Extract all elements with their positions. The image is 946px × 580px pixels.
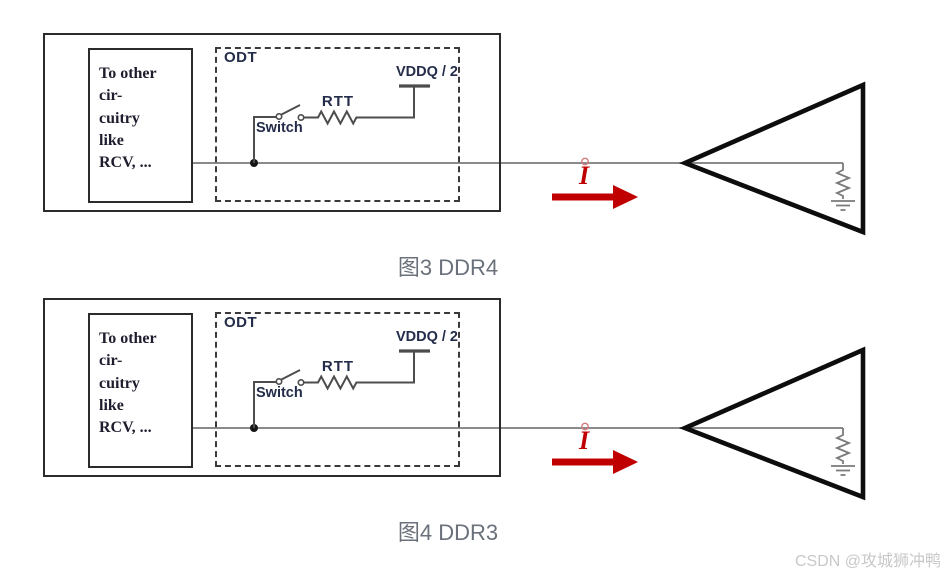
ddr3-circuit-drawing <box>193 346 866 501</box>
source-block-line: cuitry <box>99 109 140 127</box>
source-block-line: cuitry <box>99 374 140 392</box>
source-block-line: RCV, ... <box>99 154 152 172</box>
source-block-line: To other <box>99 330 157 347</box>
odt-dashed-box <box>215 312 460 467</box>
switch-throw-contact <box>297 114 305 122</box>
probe-point-icon <box>581 422 589 431</box>
circuit-outer-box <box>43 298 501 477</box>
source-block-line: cir- <box>99 87 123 105</box>
switch-pole-contact <box>275 113 283 121</box>
ground-icon <box>831 465 855 476</box>
rtt-resistor-symbol <box>304 352 415 391</box>
switch-branch-wire <box>253 381 276 428</box>
figure-caption-ddr4: 图3 DDR4 <box>397 255 499 280</box>
switch-label: Switch <box>256 385 303 401</box>
ddr4-circuit-drawing <box>193 81 866 236</box>
switch-throw-contact <box>297 379 305 387</box>
csdn-watermark: CSDN @攻城狮冲鸭 <box>794 553 941 570</box>
ddr4-figure: To other cir- cuitry like RCV, ... ODT V… <box>0 0 946 280</box>
current-label: I <box>578 426 590 455</box>
source-block-line: like <box>99 131 124 149</box>
receiver-triangle-symbol <box>678 346 866 501</box>
switch-lever-icon <box>281 104 301 116</box>
vddq-label: VDDQ / 2 <box>395 329 458 345</box>
source-block-line: like <box>99 396 124 414</box>
receiver-triangle-symbol <box>678 81 866 236</box>
source-block-box <box>88 48 193 203</box>
source-block-line: cir- <box>99 352 123 370</box>
source-block-box <box>88 313 193 468</box>
odt-label: ODT <box>224 49 258 66</box>
vddq-label: VDDQ / 2 <box>395 64 458 80</box>
source-block-line: RCV, ... <box>99 419 152 437</box>
ddr3-figure: To other cir- cuitry like RCV, ... ODT V… <box>0 265 946 545</box>
switch-pole-contact <box>275 378 283 386</box>
ground-icon <box>831 200 855 211</box>
switch-lever-icon <box>281 369 301 381</box>
termination-resistor <box>834 163 852 199</box>
odt-label: ODT <box>224 314 258 331</box>
current-label: I <box>578 161 590 190</box>
probe-point-icon <box>581 157 589 166</box>
switch-branch-wire <box>253 116 276 163</box>
current-arrow-head <box>613 450 638 474</box>
figure-caption-ddr3: 图4 DDR3 <box>397 520 499 545</box>
source-block-text: To other cir- cuitry like RCV, ... <box>99 63 191 174</box>
rtt-label: RTT <box>321 358 355 375</box>
termination-resistor <box>834 428 852 464</box>
switch-label: Switch <box>256 120 303 136</box>
circuit-outer-box <box>43 33 501 212</box>
rtt-resistor-symbol <box>304 87 415 126</box>
source-block-text: To other cir- cuitry like RCV, ... <box>99 328 191 439</box>
current-arrow-head <box>613 185 638 209</box>
rtt-label: RTT <box>321 93 355 110</box>
odt-dashed-box <box>215 47 460 202</box>
source-block-line: To other <box>99 65 157 82</box>
